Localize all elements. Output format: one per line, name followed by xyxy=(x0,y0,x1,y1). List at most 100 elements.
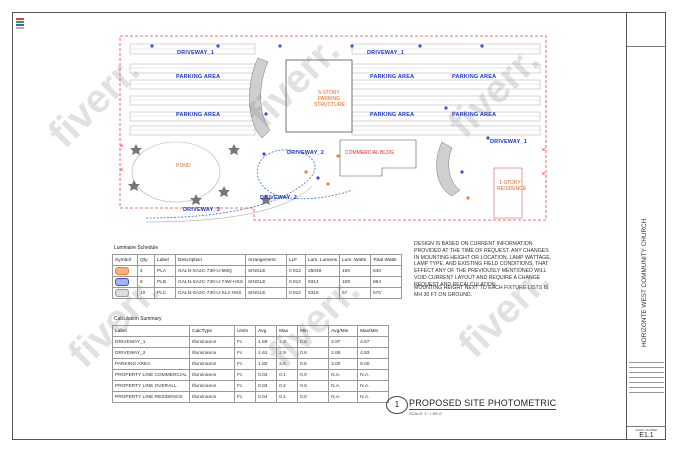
cell: 1.61 xyxy=(255,347,278,359)
parking-stalls-right xyxy=(351,43,541,136)
cell: PROPERTY LINE OVERALL xyxy=(111,380,191,392)
cell: 6.00 xyxy=(357,358,390,370)
light-poles xyxy=(150,44,490,180)
cell: Fc xyxy=(234,391,257,403)
stall-ticks xyxy=(130,48,540,131)
parking-structure-building xyxy=(285,59,353,133)
luminaire-header-row: Symbol Qty Label Description Arrangement… xyxy=(112,254,403,266)
cell: 864 xyxy=(370,276,403,288)
cell: GALN-SA2C-730-U-SL2-HSS xyxy=(175,287,246,299)
luminaire-symbol-pla xyxy=(115,267,129,275)
property-line xyxy=(119,35,547,221)
cell: N.A. xyxy=(328,391,359,403)
header-cell: Label xyxy=(111,325,191,337)
cell: Fc xyxy=(234,336,257,348)
calc-header-row: Label CalcType Units Avg Max Min Avg/Min… xyxy=(111,325,390,337)
cell: 10 xyxy=(137,287,155,299)
cell: 3.6 xyxy=(276,358,299,370)
label-parking-3: PARKING AREA xyxy=(370,74,415,80)
cell: DRIVEWAY_2 xyxy=(111,347,191,359)
header-cell: CalcType xyxy=(189,325,236,337)
header-cell: Max/Min xyxy=(357,325,390,337)
luminaire-symbol-plc xyxy=(115,289,129,297)
label-driveway-2b: DRIVEWAY_2 xyxy=(260,195,297,201)
header-cell: Total Watts xyxy=(370,254,403,266)
cell: 0.912 xyxy=(285,265,306,277)
pond xyxy=(131,141,221,203)
cell: PLA xyxy=(154,265,176,277)
cell: 0.0 xyxy=(297,391,330,403)
header-cell: LLF xyxy=(285,254,306,266)
cell: Fc xyxy=(234,380,257,392)
cell: 640 xyxy=(370,265,403,277)
label-parking-structure: 5-STORY PARKING STRUCTURE xyxy=(314,90,345,108)
header-cell: Arrangement xyxy=(244,254,287,266)
calculation-summary-title: Calculation Summary xyxy=(114,316,162,322)
cell: 0.6 xyxy=(297,347,330,359)
header-cell: Max xyxy=(276,325,299,337)
cell: N.A. xyxy=(328,369,359,381)
ramp-left xyxy=(249,57,271,139)
cell: 1.58 xyxy=(255,336,278,348)
label-driveway-1c: DRIVEWAY_1 xyxy=(490,139,527,145)
label-commercial: COMMERCIAL BLDG xyxy=(345,150,394,156)
label-driveway-1a: DRIVEWAY_1 xyxy=(177,50,214,56)
cell: 6316 xyxy=(304,287,341,299)
cell: 0.1 xyxy=(276,391,299,403)
label-parking-4: PARKING AREA xyxy=(452,74,497,80)
cell: 1.80 xyxy=(255,358,278,370)
cell: PROPERTY LINE COMMERCIAL xyxy=(111,369,191,381)
cell: 25049 xyxy=(304,265,341,277)
cell: Fc xyxy=(234,347,257,359)
cell: 160 xyxy=(339,265,372,277)
mounting-note: MOUNTING HEIGHT NEXT TO EACH FIXTURE LIS… xyxy=(414,285,549,298)
cell: Fc xyxy=(234,369,257,381)
cell: DRIVEWAY_1 xyxy=(111,336,191,348)
header-cell: Qty xyxy=(137,254,155,266)
cell: 0.1 xyxy=(276,369,299,381)
table-row: 4 PLA GALN-SA2C-730-U-5MQ SINGLE 0.912 2… xyxy=(112,265,403,277)
sheet-number: E1.1 xyxy=(639,432,654,439)
title-block: HORIZONTE WEST COMMUNITY CHURCH SHEET NU… xyxy=(626,12,666,440)
label-parking-6: PARKING AREA xyxy=(452,112,497,118)
cell: 0.03 xyxy=(255,369,278,381)
commercial-building xyxy=(339,139,417,177)
cell: PARKING AREA xyxy=(111,358,191,370)
site-plan-drawing xyxy=(119,35,547,223)
residence-building xyxy=(493,167,523,219)
cell: 0.6 xyxy=(297,358,330,370)
cell: Illuminance xyxy=(189,358,236,370)
header-cell: Label xyxy=(154,254,176,266)
driveway-edge xyxy=(145,185,313,223)
header-cell: Symbol xyxy=(112,254,138,266)
cell: Fc xyxy=(234,358,257,370)
label-parking-1: PARKING AREA xyxy=(176,74,221,80)
header-cell: Avg/Min xyxy=(328,325,359,337)
cell: PLB xyxy=(154,276,176,288)
cell: 0.912 xyxy=(285,287,306,299)
cell: 57 xyxy=(339,287,372,299)
project-name: HORIZONTE WEST COMMUNITY CHURCH xyxy=(641,218,648,347)
cell: 2.97 xyxy=(328,336,359,348)
drawing-number-bubble: 1 xyxy=(386,396,408,414)
label-driveway-3: DRIVEWAY_3 xyxy=(183,207,220,213)
label-driveway-1b: DRIVEWAY_1 xyxy=(367,50,404,56)
cell: 4.67 xyxy=(357,336,390,348)
header-cell: Min xyxy=(297,325,330,337)
drawing-scale: SCALE: 1" = 80'-0" xyxy=(409,411,443,416)
cell: 108 xyxy=(339,276,372,288)
header-cell: Units xyxy=(234,325,257,337)
cell: 0.912 xyxy=(285,276,306,288)
cell: PLC xyxy=(154,287,176,299)
cell: Illuminance xyxy=(189,369,236,381)
header-cell: Avg xyxy=(255,325,278,337)
cell: 0.0 xyxy=(297,380,330,392)
sheet-number-label: SHEET NUMBER xyxy=(635,428,658,432)
label-driveway-2: DRIVEWAY_2 xyxy=(287,150,324,156)
cell: 2.8 xyxy=(276,336,299,348)
cell: 4.83 xyxy=(357,347,390,359)
label-parking-2: PARKING AREA xyxy=(176,112,221,118)
cell: 3.00 xyxy=(328,358,359,370)
